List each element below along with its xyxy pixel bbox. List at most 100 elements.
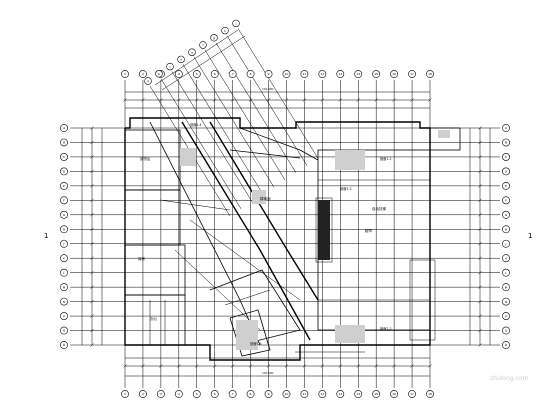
svg-text:1: 1 <box>124 392 126 396</box>
escalators-and-stairs <box>180 130 450 350</box>
escalator-left <box>318 200 330 260</box>
svg-text:1: 1 <box>124 72 126 76</box>
grid-line-diag <box>182 64 264 195</box>
axis-bubble-top: 6 <box>210 70 219 78</box>
svg-text:5: 5 <box>196 72 198 76</box>
axis-bubble-top: 11 <box>300 70 309 78</box>
svg-text:16: 16 <box>392 392 396 396</box>
axis-bubble-bottom: 17 <box>408 390 416 398</box>
stair-block-left <box>180 148 196 166</box>
axis-bubble-bottom: 16 <box>390 390 399 398</box>
axis-bubble-top: 16 <box>390 70 399 78</box>
svg-text:E: E <box>505 184 507 188</box>
svg-text:12: 12 <box>320 72 324 76</box>
axis-bubble-top: 2 <box>139 70 147 78</box>
svg-text:M: M <box>63 285 66 289</box>
svg-text:J: J <box>505 242 507 246</box>
svg-text:d: d <box>180 58 182 62</box>
svg-text:16: 16 <box>392 72 396 76</box>
axis-bubble-bottom: 2 <box>139 390 147 398</box>
axis-bubble-bottom: 12 <box>318 390 327 398</box>
axis-bubble-right: M <box>502 283 510 292</box>
svg-text:G: G <box>63 213 66 217</box>
axis-bubble-top: 1 <box>121 70 129 78</box>
svg-text:J: J <box>63 242 65 246</box>
svg-text:2: 2 <box>142 72 144 76</box>
svg-text:C: C <box>505 155 507 159</box>
svg-text:11: 11 <box>302 72 306 76</box>
svg-text:P: P <box>505 314 507 318</box>
svg-text:R: R <box>505 343 507 347</box>
svg-text:R: R <box>63 343 65 347</box>
axis-bubble-bottom: 15 <box>372 390 381 398</box>
section-tag-1: 剖面1-1 <box>380 156 392 161</box>
room-label-stair: 楼梯间 <box>260 196 271 201</box>
section-tag-5: 剖面5-5 <box>250 341 262 346</box>
axis-bubble-bottom: 3 <box>156 390 165 398</box>
dim-total-bottom: 101300 <box>262 371 274 375</box>
axis-bubble-bottom: 13 <box>336 390 345 398</box>
axis-bubble-left: Q <box>60 326 68 335</box>
svg-text:f: f <box>202 43 204 47</box>
svg-text:B: B <box>505 141 507 145</box>
svg-text:b: b <box>158 72 160 76</box>
axis-bubble-top: 18 <box>426 70 434 78</box>
axis-bubble-diag: h <box>221 26 229 35</box>
axis-bubble-diag: e <box>188 48 196 56</box>
axis-bubble-top: 7 <box>228 70 237 78</box>
svg-text:10: 10 <box>285 392 289 396</box>
axis-bubble-bottom: 5 <box>192 390 201 398</box>
axis-bubble-left: R <box>60 341 68 349</box>
svg-text:8: 8 <box>250 392 252 396</box>
svg-text:Q: Q <box>505 329 508 333</box>
svg-text:Q: Q <box>63 329 66 333</box>
svg-text:G: G <box>505 213 508 217</box>
section-tag-3: 剖面3-3 <box>340 186 352 191</box>
axis-bubble-bottom: 8 <box>246 390 255 398</box>
stair-bottom <box>236 320 258 350</box>
svg-text:15: 15 <box>374 72 378 76</box>
axis-bubble-right: J <box>502 239 510 248</box>
svg-text:3: 3 <box>160 392 162 396</box>
svg-text:D: D <box>63 170 66 174</box>
annex-col <box>438 130 450 138</box>
svg-text:F: F <box>505 199 507 203</box>
axis-bubble-right: D <box>502 167 510 176</box>
svg-text:a: a <box>147 79 149 83</box>
axis-bubble-left: A <box>60 124 68 132</box>
svg-text:c: c <box>169 65 171 69</box>
axis-bubble-diag: f <box>199 41 207 49</box>
axis-bubble-left: M <box>60 283 68 292</box>
axis-bubble-top: 14 <box>354 70 363 78</box>
axis-bubble-bottom: 9 <box>264 390 273 398</box>
grid-line-diag <box>226 35 308 166</box>
svg-text:N: N <box>63 300 65 304</box>
axis-bubble-right: H <box>502 225 510 234</box>
svg-text:10: 10 <box>285 72 289 76</box>
svg-text:L: L <box>505 271 507 275</box>
svg-text:17: 17 <box>410 392 414 396</box>
axis-bubble-bottom: 6 <box>210 390 219 398</box>
axis-bubble-top: 17 <box>408 70 416 78</box>
svg-text:9: 9 <box>268 392 270 396</box>
axis-bubble-right: F <box>502 196 510 205</box>
svg-text:B: B <box>63 141 65 145</box>
room-label-supermarket: 超市 <box>365 228 373 233</box>
section-tag-4: 剖面4-4 <box>190 122 202 127</box>
axis-bubble-top: 12 <box>318 70 327 78</box>
axis-bubble-right: R <box>502 341 510 349</box>
axis-bubble-right: G <box>502 210 510 219</box>
svg-text:15: 15 <box>374 392 378 396</box>
svg-text:e: e <box>191 50 193 54</box>
svg-text:13: 13 <box>338 392 342 396</box>
axis-bubble-left: H <box>60 225 68 234</box>
svg-text:g: g <box>213 36 215 40</box>
svg-text:6: 6 <box>214 392 216 396</box>
axis-bubble-top: 9 <box>264 70 273 78</box>
axis-bubble-top: 8 <box>246 70 255 78</box>
axis-bubble-right: A <box>502 124 510 132</box>
svg-text:K: K <box>63 256 66 260</box>
svg-text:M: M <box>505 285 508 289</box>
axis-bubble-right: L <box>502 268 510 277</box>
